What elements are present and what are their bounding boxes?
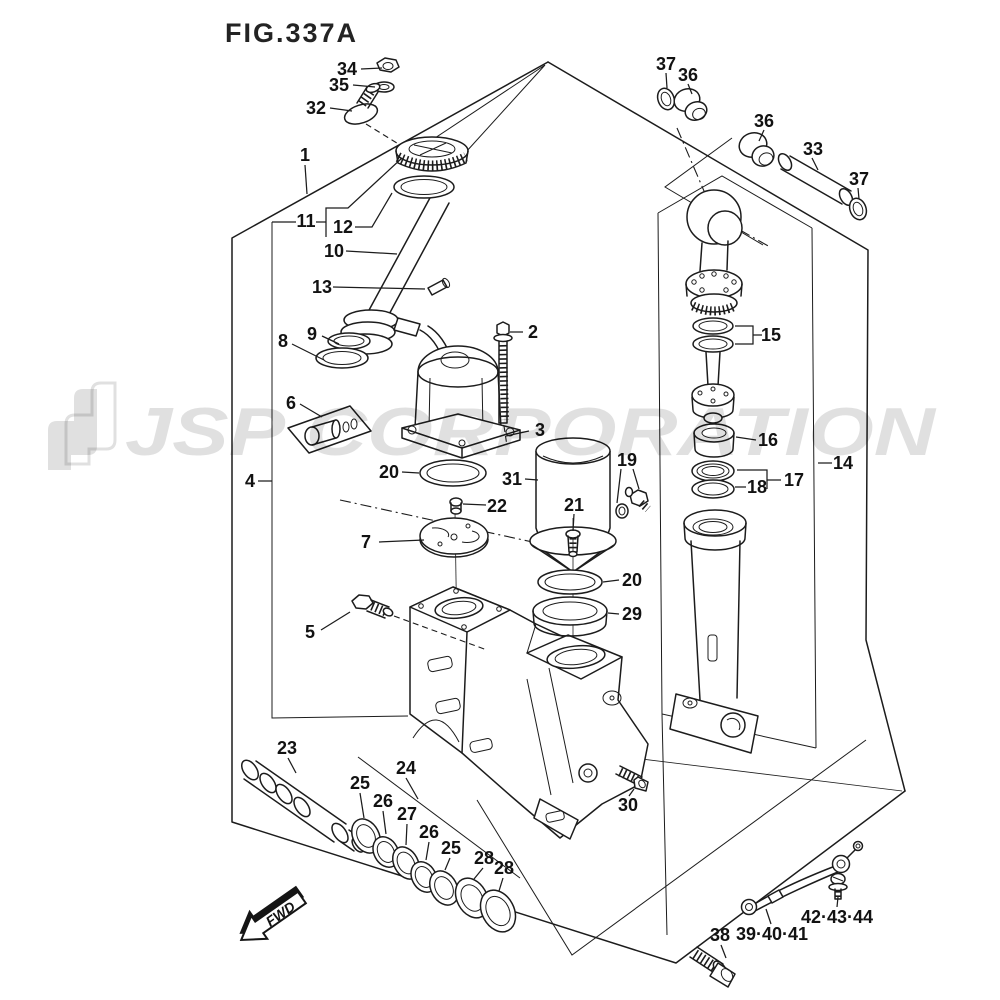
drawing-bearing-16 (693, 423, 735, 458)
part-label-15: 15 (761, 325, 781, 345)
drawing-cylinder-body (669, 509, 759, 754)
part-label-8: 8 (278, 331, 288, 351)
part-label-30: 30 (618, 795, 638, 815)
drawing-valve-kit-6 (287, 405, 372, 454)
drawing-rings-15 (692, 317, 734, 353)
part-label-28: 28 (494, 858, 514, 878)
part-label-6: 6 (286, 393, 296, 413)
drawing-ring-set-24-28 (350, 818, 517, 933)
watermark-text: JSP CORPORATION (125, 394, 937, 470)
jsp-logo-icon-outline (64, 381, 117, 466)
part-label-10: 10 (324, 241, 344, 261)
fwd-arrow: FWD (239, 885, 308, 942)
part-label-38: 38 (710, 925, 730, 945)
part-label-31: 31 (502, 469, 522, 489)
drawing-pivot-bushings-36-33-37 (656, 87, 868, 221)
part-label-28: 28 (474, 848, 494, 868)
part-label-27: 27 (397, 804, 417, 824)
drawing-pin-13 (427, 277, 451, 296)
watermark: JSP CORPORATION (48, 381, 937, 470)
part-label-20: 20 (622, 570, 642, 590)
part-label-16: 16 (758, 430, 778, 450)
drawing-grommet-32-34-35 (343, 57, 400, 125)
part-label-23: 23 (277, 738, 297, 758)
part-label-26: 26 (419, 822, 439, 842)
drawing-sensor-bolt-5 (351, 594, 488, 651)
part-label-14: 14 (833, 453, 853, 473)
drawing-oring-20-lower (537, 569, 603, 595)
part-label-37: 37 (849, 169, 869, 189)
drawing-oring-20-upper (419, 459, 487, 487)
drawing-pump-plate-7 (419, 517, 489, 558)
part-label-37: 37 (656, 54, 676, 74)
drawing-bolt-2 (493, 321, 513, 447)
part-label-36: 36 (678, 65, 698, 85)
part-label-19: 19 (617, 450, 637, 470)
leader-lines (258, 67, 860, 959)
part-label-12: 12 (333, 217, 353, 237)
part-label-7: 7 (361, 532, 371, 552)
drawing-pin-22 (449, 497, 463, 515)
drawing-bolt-38 (689, 946, 736, 988)
drawing-screw-42-43-44 (828, 872, 848, 900)
part-label-22: 22 (487, 496, 507, 516)
jsp-logo-icon (48, 389, 97, 470)
part-label-20: 20 (379, 462, 399, 482)
part-label-3: 3 (535, 420, 545, 440)
drawing-seal-17 (691, 460, 735, 482)
part-label-11: 11 (296, 211, 315, 231)
drawing-bolt-21 (565, 529, 581, 558)
drawing-housing-body (409, 586, 649, 840)
part-label-32: 32 (306, 98, 326, 118)
part-label-2: 2 (528, 322, 538, 342)
part-label-33: 33 (803, 139, 823, 159)
part-drawings (240, 57, 868, 988)
drawing-bolt-30 (615, 765, 649, 792)
drawing-cylinder-cap-rod (315, 136, 469, 369)
drawing-cup-29 (532, 596, 608, 637)
part-label-26: 26 (373, 791, 393, 811)
part-label-36: 36 (754, 111, 774, 131)
part-label-1: 1 (300, 145, 310, 165)
part-label-4: 4 (245, 471, 255, 491)
part-label-18: 18 (747, 477, 767, 497)
drawing-ring-18 (691, 479, 735, 499)
drawing-fitting-19 (615, 486, 651, 519)
part-label-5: 5 (305, 622, 315, 642)
fwd-arrow-shape (239, 890, 308, 942)
part-label-24: 24 (396, 758, 416, 778)
part-label-25: 25 (350, 773, 370, 793)
part-label-35: 35 (329, 75, 349, 95)
part-label-13: 13 (312, 277, 332, 297)
part-label-39·40·41: 39·40·41 (736, 924, 808, 944)
part-label-42·43·44: 42·43·44 (801, 907, 873, 927)
part-label-21: 21 (564, 495, 584, 515)
part-label-25: 25 (441, 838, 461, 858)
drawing-trim-cylinder-assembly-14 (669, 189, 759, 754)
part-label-34: 34 (337, 59, 357, 79)
part-label-29: 29 (622, 604, 642, 624)
figure-title: FIG.337A (225, 18, 358, 48)
part-label-9: 9 (307, 324, 317, 344)
part-label-17: 17 (784, 470, 804, 490)
drawing-shaft-23 (240, 759, 365, 853)
